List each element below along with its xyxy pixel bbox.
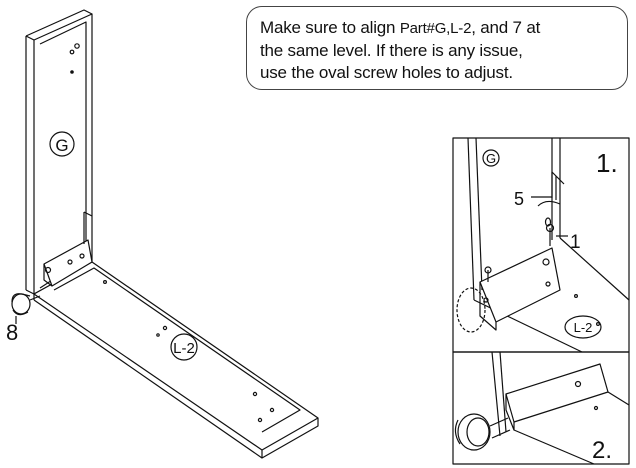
detail-2-step-number: 2. — [592, 437, 612, 464]
caster-callout-8: 8 — [6, 320, 18, 345]
base-l2-label: L-2 — [173, 340, 195, 357]
base-panel-l2 — [33, 261, 319, 459]
detail-1-step-number: 1. — [596, 148, 618, 178]
note-parts-reference: Part#G,L-2 — [399, 20, 472, 37]
base-label-circle — [170, 333, 198, 361]
note-line-2: the same level. If there is any issue, — [260, 41, 523, 60]
screw-callout-1: 1 — [570, 232, 581, 253]
panel-g-label: G — [55, 136, 68, 155]
wrench-callout-5: 5 — [514, 189, 524, 209]
detail-2-frame — [452, 351, 630, 465]
instruction-note: Make sure to align Part#G,L-2, and 7 at … — [246, 6, 628, 90]
note-line-3: use the oval screw holes to adjust. — [260, 63, 513, 82]
detail-1-base-l2-label: L-2 — [574, 320, 593, 335]
note-line-1: Make sure to align Part#G,L-2, and 7 at — [260, 18, 541, 37]
detail-1-frame — [452, 137, 630, 353]
connecting-bracket — [43, 211, 93, 287]
detail-1-panel-g-label: G — [486, 151, 496, 166]
caster-wheel — [11, 293, 41, 316]
panel-g-label-circle — [49, 131, 75, 157]
